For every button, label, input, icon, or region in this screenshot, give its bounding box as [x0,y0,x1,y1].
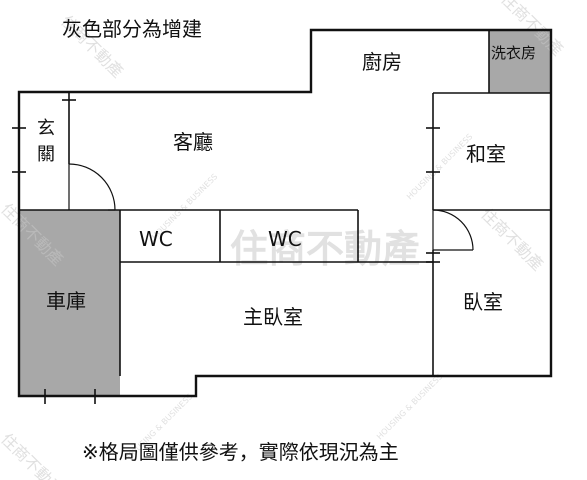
room-label-foyer-2: 關 [37,144,55,165]
room-label-foyer-1: 玄 [37,118,55,139]
room-label-living: 客廳 [173,130,213,154]
watermark-brand-4: 住商不動產 [477,204,547,274]
room-label-master-bedroom: 主臥室 [243,305,303,329]
wall-ticks [12,99,440,404]
entry-door [68,163,116,211]
garage-addition-fill [19,210,120,396]
note-top: 灰色部分為增建 [62,17,202,41]
watermark-tagline-4: HOUSING & BUSINESS [375,372,444,441]
bedroom-door [432,209,474,251]
room-label-tatami: 和室 [466,142,506,166]
room-label-wc1: WC [139,227,173,251]
watermark-tagline-2: HOUSING & BUSINESS [405,132,474,201]
room-label-garage: 車庫 [46,289,86,313]
room-label-kitchen: 廚房 [362,50,402,74]
note-bottom: ※格局圖僅供參考，實際依現況為主 [82,440,399,464]
outer-wall [17,28,553,398]
room-label-bedroom: 臥室 [463,290,503,314]
interior-walls [19,30,551,376]
watermark-brand-5: 住商不動產 [0,429,67,480]
laundry-addition-fill [489,30,551,93]
room-label-laundry: 洗衣房 [491,44,536,62]
room-label-wc2: WC [268,227,302,251]
watermark-brand-center: 住商不動產 [230,227,420,271]
